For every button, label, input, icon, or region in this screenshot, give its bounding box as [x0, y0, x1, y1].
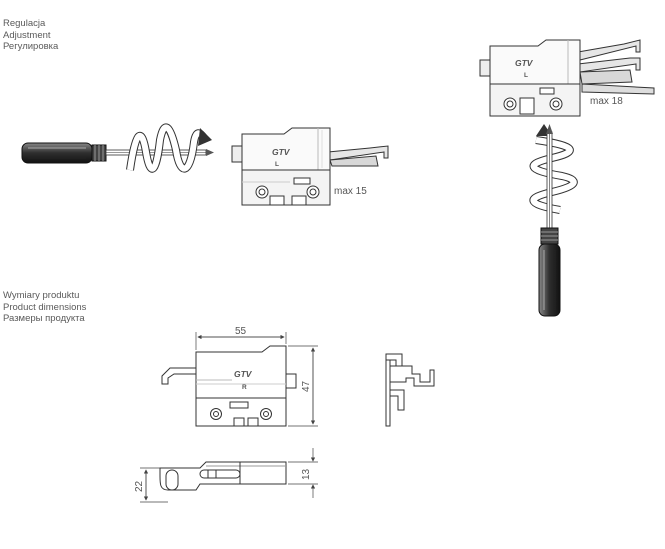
depth-dimension-value: 22 [134, 480, 145, 492]
bracket-front-side-letter: R [242, 384, 247, 391]
rotation-arrow-vertical-icon [529, 124, 578, 214]
width-dimension-value: 55 [235, 326, 247, 337]
height-dimension-line [288, 345, 318, 427]
bracket-right-logo: GTV [515, 58, 534, 68]
screwdriver-horizontal-icon [21, 142, 214, 164]
thickness-dimension-value: 13 [301, 468, 312, 480]
adjustment-heading-pl: Regulacja [3, 18, 46, 29]
bracket-right-max-label: max 18 [590, 96, 623, 107]
dimensions-heading-ru: Размеры продукта [3, 313, 85, 324]
thickness-dimension-line [288, 448, 318, 498]
height-dimension-value: 47 [301, 380, 312, 392]
bracket-side-view-drawing [385, 353, 435, 427]
adjustment-heading-en: Adjustment [3, 29, 51, 41]
adjustment-heading: Regulacja Adjustment Регулировка [3, 18, 58, 53]
bracket-left-drawing [231, 127, 389, 206]
dimensions-heading-pl: Wymiary produktu [3, 290, 80, 301]
bracket-front-logo: GTV [234, 369, 253, 379]
dimensions-heading: Wymiary produktu Product dimensions Разм… [3, 290, 86, 325]
bracket-left-max-label: max 15 [334, 186, 367, 197]
rotation-arrow-horizontal-icon [126, 123, 212, 173]
bracket-front-view-drawing [161, 345, 297, 427]
adjustment-heading-ru: Регулировка [3, 41, 59, 52]
bracket-left-side-letter: L [275, 161, 279, 168]
depth-dimension-line [140, 467, 168, 503]
dimensions-heading-en: Product dimensions [3, 301, 87, 313]
screwdriver-vertical-icon [538, 124, 561, 317]
bracket-bottom-view-drawing [159, 461, 287, 491]
bracket-left-logo: GTV [272, 147, 291, 157]
bracket-right-drawing [479, 39, 655, 117]
bracket-right-side-letter: L [524, 72, 528, 79]
width-dimension-line [195, 332, 287, 350]
